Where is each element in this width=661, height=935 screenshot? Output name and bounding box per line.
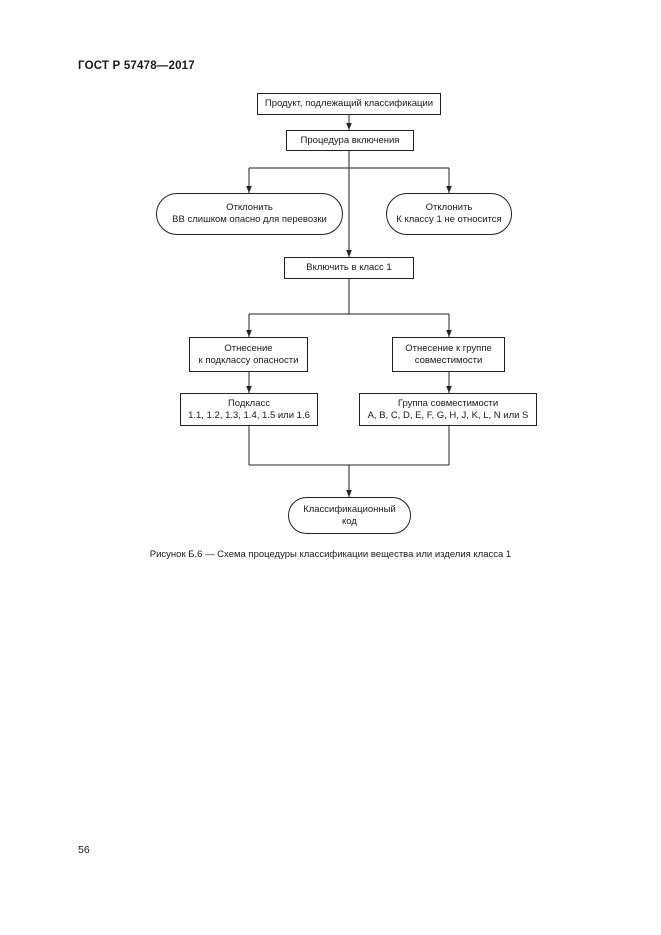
group-assign-line1: Отнесение к группе [405,342,492,354]
subclass-line2: 1.1, 1.2, 1.3, 1.4, 1.5 или 1.6 [188,409,310,421]
reject-left-terminal: Отклонить ВВ слишком опасно для перевозк… [156,193,343,235]
code-line2: код [342,515,357,527]
subclass-assign-box: Отнесение к подклассу опасности [189,337,308,372]
reject-right-line1: Отклонить [425,202,473,213]
group-assign-box: Отнесение к группе совместимости [392,337,505,372]
subclass-assign-line2: к подклассу опасности [198,354,299,366]
group-line2: A, B, C, D, E, F, G, H, J, K, L, N или S [367,409,529,421]
include-box: Включить в класс 1 [284,257,414,279]
group-line1: Группа совместимости [397,397,499,409]
reject-right-terminal: Отклонить К классу 1 не относится [386,193,512,235]
code-terminal: Классификационный код [288,497,411,534]
reject-left-line2: ВВ слишком опасно для перевозки [172,214,327,225]
subclass-line1: Подкласс [227,397,271,409]
procedure-label: Процедура включения [300,134,400,146]
code-line1: Классификационный [303,503,396,515]
page-number: 56 [78,844,90,856]
document-id: ГОСТ Р 57478—2017 [78,60,195,72]
reject-right-line2: К классу 1 не относится [396,214,502,225]
product-box: Продукт, подлежащий классификации [257,93,441,115]
group-box: Группа совместимости A, B, C, D, E, F, G… [359,393,537,426]
include-label: Включить в класс 1 [306,262,392,273]
product-label: Продукт, подлежащий классификации [264,98,434,109]
subclass-assign-line1: Отнесение [224,342,273,354]
figure-caption: Рисунок Б.6 — Схема процедуры классифика… [149,549,512,560]
reject-left-line1: Отклонить [226,202,273,213]
subclass-box: Подкласс 1.1, 1.2, 1.3, 1.4, 1.5 или 1.6 [180,393,318,426]
group-assign-line2: совместимости [414,354,483,366]
procedure-box: Процедура включения [286,130,414,151]
